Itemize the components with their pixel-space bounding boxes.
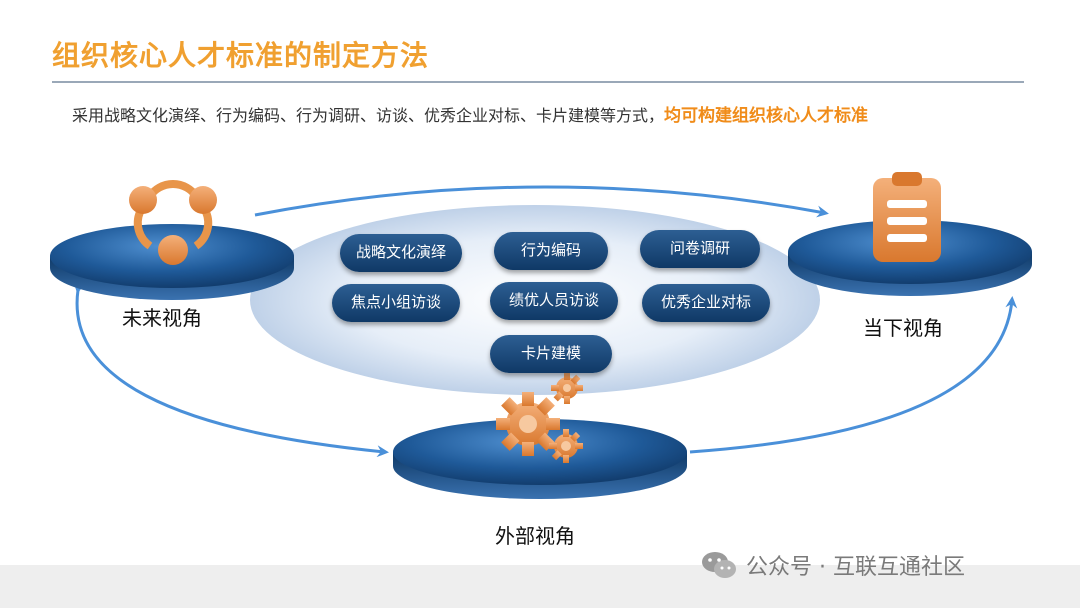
method-pill-top-performer: 绩优人员访谈: [490, 282, 618, 320]
arrow-future-to-external: [73, 281, 389, 458]
label-external-perspective: 外部视角: [495, 524, 575, 548]
method-pill-strategy-culture: 战略文化演绎: [340, 234, 462, 272]
arrow-future-to-present: [254, 185, 829, 218]
method-pill-behavior-coding: 行为编码: [494, 232, 608, 270]
platform-external: [393, 419, 687, 499]
method-pill-benchmark: 优秀企业对标: [642, 284, 770, 322]
team-circle-icon: [129, 180, 217, 265]
watermark-text: 公众号 · 互联互通社区: [746, 555, 965, 580]
method-pill-questionnaire: 问卷调研: [640, 230, 760, 268]
page-title: 组织核心人才标准的制定方法: [52, 39, 430, 72]
subtitle-highlight: 均可构建组织核心人才标准: [664, 106, 869, 126]
subtitle: 采用战略文化演绎、行为编码、行为调研、访谈、优秀企业对标、卡片建模等方式，均可构…: [72, 101, 868, 126]
title-divider: [52, 81, 1024, 83]
clipboard-icon: [873, 172, 941, 262]
gears-icon: [496, 372, 583, 463]
arrow-external-to-present: [689, 296, 1018, 454]
method-pill-focus-group: 焦点小组访谈: [332, 284, 460, 322]
label-present-perspective: 当下视角: [863, 316, 943, 340]
wechat-icon: [702, 552, 736, 578]
method-pill-card-modeling: 卡片建模: [490, 335, 612, 373]
footer-bar: [0, 565, 1080, 608]
label-future-perspective: 未来视角: [122, 306, 202, 330]
subtitle-text: 采用战略文化演绎、行为编码、行为调研、访谈、优秀企业对标、卡片建模等方式，: [72, 106, 665, 125]
